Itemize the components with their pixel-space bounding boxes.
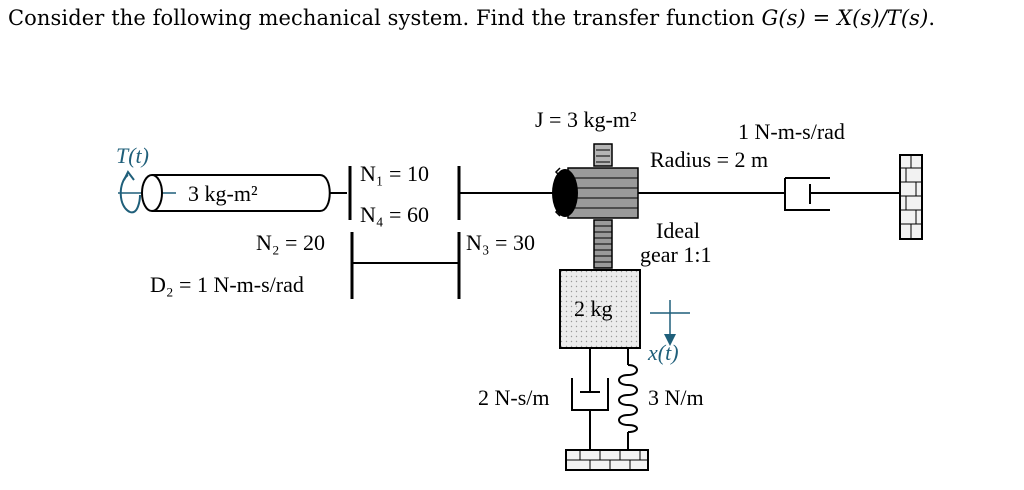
translational-damper: [571, 348, 609, 450]
problem-text: Consider the following mechanical system…: [8, 6, 762, 30]
mass-block: [559, 269, 641, 349]
gear-n1-label: N₁ = 10: [360, 161, 429, 186]
mass-label: 2 kg: [574, 296, 613, 321]
radius-label: Radius = 2 m: [650, 147, 768, 172]
gear-n4-label: N₄ = 60: [360, 202, 429, 227]
torque-label: T(t): [116, 143, 149, 168]
ground-base: [565, 449, 649, 471]
damper-d2-label: D₂ = 1 N-m-s/rad: [150, 272, 304, 297]
ideal-gear-label-line2: gear 1:1: [640, 242, 711, 267]
translational-damper-label: 2 N-s/m: [478, 385, 550, 410]
ideal-gear-label-line1: Ideal: [656, 218, 700, 243]
problem-statement: Consider the following mechanical system…: [8, 6, 1018, 30]
spring-label: 3 N/m: [648, 385, 704, 410]
inertia-j-label: J = 3 kg-m²: [535, 107, 637, 132]
transfer-function-equation: G(s) = X(s)/T(s): [761, 6, 929, 30]
problem-period: .: [928, 6, 936, 30]
rack-pinion-gear: [552, 143, 639, 269]
gear-n2-label: N₂ = 20: [256, 230, 325, 255]
spring: [618, 348, 638, 450]
rotational-damper: [784, 177, 905, 211]
left-inertia-cylinder: [141, 174, 331, 212]
displacement-label: x(t): [647, 340, 679, 365]
right-wall: [899, 154, 923, 240]
rotational-damper-label: 1 N-m-s/rad: [738, 119, 845, 144]
gear-n3-label: N₃ = 30: [466, 230, 535, 255]
left-inertia-label: 3 kg-m²: [188, 181, 258, 206]
displacement-arrow: [650, 300, 690, 346]
